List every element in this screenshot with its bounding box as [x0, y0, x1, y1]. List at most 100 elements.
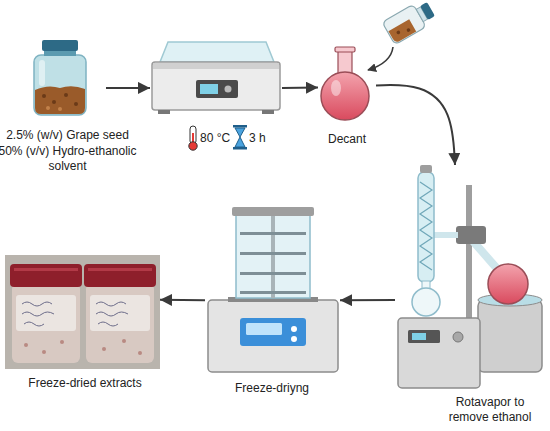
control-knob [453, 332, 463, 342]
flow-arrow [282, 87, 318, 89]
jar-lid [42, 40, 78, 51]
flow-arrow [106, 87, 150, 89]
hourglass-cap [233, 125, 247, 128]
flow-arrow [160, 299, 205, 301]
step-caption: 2.5% (w/v) Grape seed [0, 128, 145, 143]
glass-highlight [331, 80, 341, 96]
control-knob [225, 86, 232, 93]
process-step: Freeze-driyng [205, 205, 340, 375]
heating-bath [478, 300, 542, 372]
powder-speck [138, 351, 142, 355]
rotation-motor [456, 226, 486, 244]
solvent-jar [34, 40, 86, 115]
seed [58, 107, 62, 111]
vapor-duct [472, 240, 500, 272]
bottle-cap [420, 2, 435, 20]
handwriting-scribble [22, 302, 54, 326]
process-step: Decant [318, 48, 376, 120]
process-step: Freeze-dried extracts [5, 255, 160, 370]
process-step: 2.5% (w/v) Grape seed50% (v/v) Hydro-eth… [28, 38, 106, 116]
bath-rim [153, 63, 279, 69]
seed [64, 93, 68, 97]
control-panel [196, 80, 238, 98]
bath-lid [160, 42, 274, 62]
stand-rod [466, 185, 472, 320]
hourglass-icon [233, 125, 247, 150]
red-lid [10, 264, 82, 287]
powder-speck [60, 340, 64, 344]
control-button [291, 326, 297, 332]
bath-body [152, 62, 280, 110]
drying-chamber [236, 215, 310, 298]
seed [74, 102, 78, 106]
hourglass-glass [235, 128, 245, 147]
process-step: 80 °C3 h [150, 40, 282, 116]
freeze-dryer [208, 207, 338, 372]
rotary-evaporator [398, 165, 542, 388]
step-caption: 80 °C [200, 131, 244, 146]
step-caption: Rotavapor to remove ethanol [440, 395, 540, 425]
shelf [240, 272, 306, 275]
receiving-flask [412, 288, 440, 316]
handwriting-scribble [96, 302, 128, 326]
jar-body [34, 55, 86, 115]
condenser-cap [420, 165, 432, 173]
dryer-body [208, 300, 338, 372]
lid-highlight [14, 268, 78, 271]
dryer-panel [240, 318, 306, 346]
display-screen [200, 84, 218, 94]
flask-rim [335, 47, 355, 52]
photo-background [5, 255, 160, 369]
step-caption: 50% (v/v) Hydro-ethanolic solvent [0, 144, 145, 174]
extracts-photo [5, 255, 160, 369]
condenser [418, 172, 434, 282]
seed [42, 94, 46, 98]
bath-foot [262, 110, 274, 114]
flow-arrow [376, 85, 455, 165]
jar-label [16, 295, 76, 331]
control-button [291, 336, 297, 342]
shelf [240, 232, 306, 235]
bath-foot [158, 110, 170, 114]
round-flask [321, 47, 369, 120]
flow-arrow [340, 299, 395, 301]
grape-seeds [35, 86, 85, 114]
powder-speck [122, 339, 126, 343]
chamber-cap [232, 207, 314, 216]
red-lid [84, 264, 156, 287]
glass-highlight [39, 60, 45, 86]
shelf-rod [271, 216, 275, 298]
condenser-coil [420, 182, 432, 270]
bottle-seeds [388, 19, 416, 43]
thermometer-bulb [189, 142, 197, 150]
step-caption: Freeze-driyng [222, 381, 322, 396]
sample-jar [86, 283, 154, 363]
display-screen [412, 333, 426, 340]
step-caption: Freeze-dried extracts [10, 376, 160, 391]
sample-jar [12, 283, 80, 363]
seed [406, 28, 411, 33]
step-caption: 3 h [249, 131, 279, 146]
pour-arrow [368, 47, 393, 70]
seed [396, 30, 401, 35]
glass-tube [434, 232, 458, 238]
seed [52, 100, 56, 104]
process-step: Rotavapor to remove ethanol [395, 165, 545, 390]
powder-speck [24, 343, 28, 347]
thermometer-icon [189, 126, 197, 150]
powder-speck [42, 350, 46, 354]
flask-bulb [321, 72, 369, 120]
jar-label [90, 295, 150, 331]
lid-highlight [88, 268, 152, 271]
evaporator-base [398, 318, 480, 388]
seed-bottle [382, 0, 437, 45]
powder-speck [102, 347, 106, 351]
shelf [240, 291, 306, 294]
evaporating-flask [488, 264, 528, 304]
display-screen [246, 323, 282, 335]
shelf [240, 252, 306, 255]
